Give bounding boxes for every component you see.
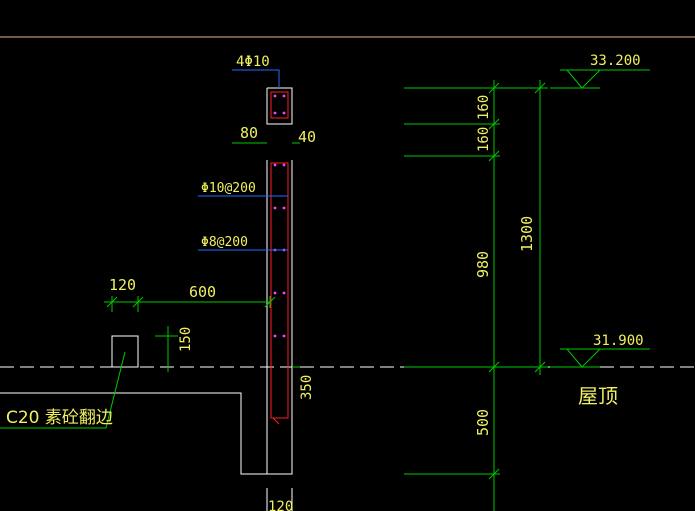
rebar-dots — [273, 94, 286, 338]
dim-160-a: 160 — [476, 95, 492, 120]
dim-350: 350 — [299, 375, 315, 400]
dimension-ticks — [106, 82, 546, 480]
dim-1300: 1300 — [518, 216, 536, 252]
elevation-marks — [566, 69, 601, 368]
structure-outline — [0, 87, 293, 511]
dim-600: 600 — [189, 283, 216, 301]
elevation-roof: 31.900 — [593, 333, 644, 349]
dim-120-bottom: 120 — [268, 499, 293, 511]
label-stirrup-1: Φ10@200 — [201, 181, 256, 196]
concrete-leader — [0, 351, 126, 429]
label-concrete: C20 素砼翻边 — [6, 408, 113, 428]
label-top-bars: 4Φ10 — [236, 54, 270, 70]
rebar-cage — [270, 91, 289, 425]
elevation-top: 33.200 — [590, 53, 641, 69]
dim-120-top: 120 — [109, 276, 136, 294]
dimension-lines — [104, 69, 650, 511]
dim-500: 500 — [474, 409, 492, 436]
dim-80: 80 — [240, 124, 258, 142]
label-roof: 屋顶 — [578, 384, 618, 408]
dim-160-b: 160 — [476, 127, 492, 152]
dim-150: 150 — [178, 327, 194, 352]
leader-lines — [198, 69, 288, 251]
label-stirrup-2: Φ8@200 — [201, 235, 248, 250]
dim-980: 980 — [474, 251, 492, 278]
dim-40: 40 — [298, 128, 316, 146]
